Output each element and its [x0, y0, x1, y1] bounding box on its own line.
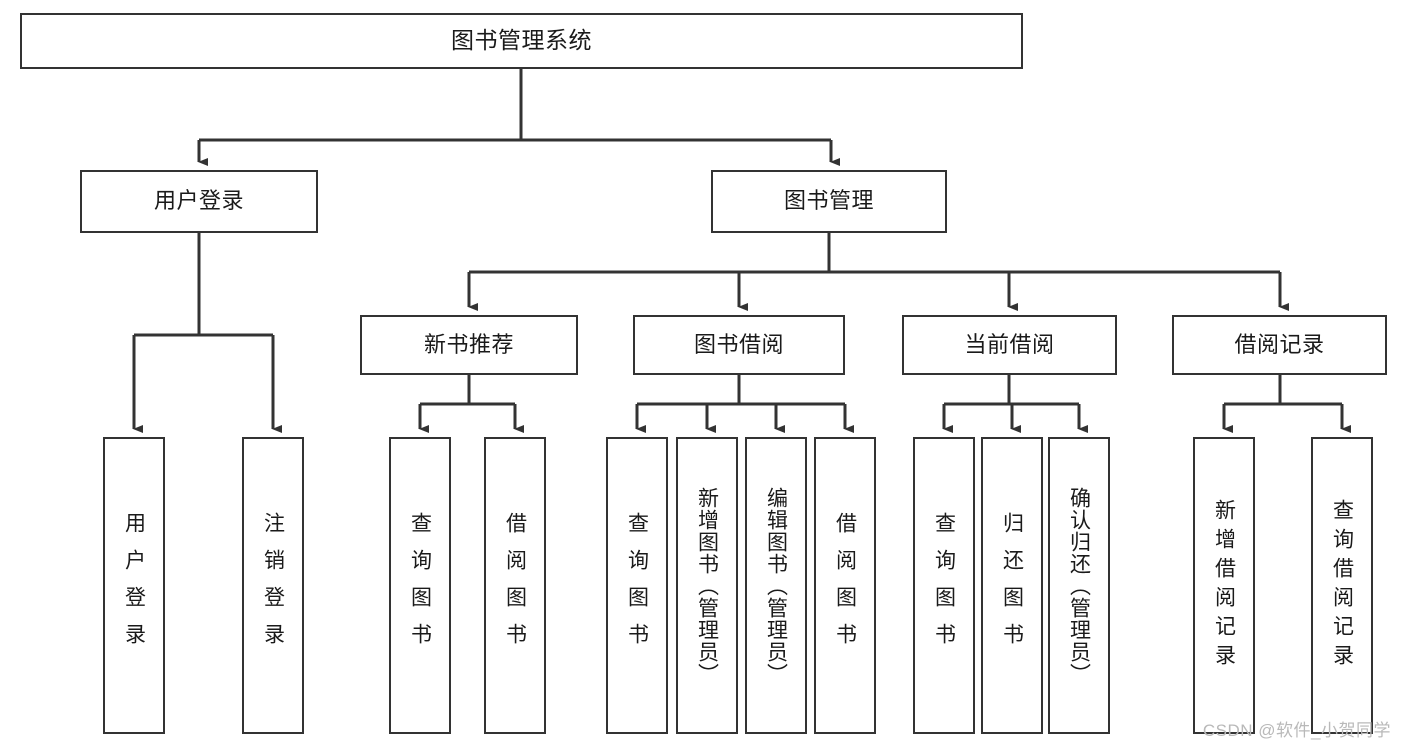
node-leaf-2[interactable]: 查询图书: [389, 437, 451, 734]
node-leaf-7[interactable]: 借阅图书: [814, 437, 876, 734]
node-level2-1[interactable]: 图书管理: [711, 170, 947, 233]
node-label-查询图书: 查询图书: [408, 511, 432, 660]
node-level2-0[interactable]: 用户登录: [80, 170, 318, 233]
node-label-查询借阅记录: 查询借阅记录: [1330, 498, 1354, 673]
node-leaf-10[interactable]: 确认归还（管理员）: [1048, 437, 1110, 734]
node-leaf-3[interactable]: 借阅图书: [484, 437, 546, 734]
node-label-图书借阅: 图书借阅: [693, 331, 784, 357]
node-label-查询图书: 查询图书: [625, 511, 649, 660]
node-label-新增图书管理员: 新增图书（管理员）: [695, 486, 719, 685]
node-label-用户登录: 用户登录: [122, 511, 146, 660]
node-label-当前借阅: 当前借阅: [964, 331, 1055, 357]
node-label-借阅图书: 借阅图书: [833, 511, 857, 660]
node-level3-2[interactable]: 当前借阅: [902, 315, 1117, 375]
node-leaf-4[interactable]: 查询图书: [606, 437, 668, 734]
node-level3-1[interactable]: 图书借阅: [633, 315, 845, 375]
node-label-用户登录: 用户登录: [153, 188, 244, 214]
node-label-新书推荐: 新书推荐: [423, 331, 514, 357]
node-level3-3[interactable]: 借阅记录: [1172, 315, 1387, 375]
node-leaf-6[interactable]: 编辑图书（管理员）: [745, 437, 807, 734]
node-root-0[interactable]: 图书管理系统: [20, 13, 1023, 69]
node-leaf-5[interactable]: 新增图书（管理员）: [676, 437, 738, 734]
node-label-确认归还管理员: 确认归还（管理员）: [1067, 486, 1091, 685]
csdn-watermark: CSDN @软件_小贺同学: [1202, 721, 1391, 740]
node-label-编辑图书管理员: 编辑图书（管理员）: [764, 486, 788, 685]
node-leaf-9[interactable]: 归还图书: [981, 437, 1043, 734]
node-label-查询图书: 查询图书: [932, 511, 956, 660]
node-label-图书管理: 图书管理: [783, 188, 874, 214]
node-label-图书管理系统: 图书管理系统: [451, 27, 592, 54]
node-label-借阅记录: 借阅记录: [1234, 331, 1325, 357]
node-leaf-11[interactable]: 新增借阅记录: [1193, 437, 1255, 734]
node-leaf-12[interactable]: 查询借阅记录: [1311, 437, 1373, 734]
node-label-新增借阅记录: 新增借阅记录: [1212, 498, 1236, 673]
node-label-归还图书: 归还图书: [1000, 511, 1024, 660]
node-leaf-1[interactable]: 注销登录: [242, 437, 304, 734]
node-label-借阅图书: 借阅图书: [503, 511, 527, 660]
node-leaf-8[interactable]: 查询图书: [913, 437, 975, 734]
node-level3-0[interactable]: 新书推荐: [360, 315, 578, 375]
node-leaf-0[interactable]: 用户登录: [103, 437, 165, 734]
node-label-注销登录: 注销登录: [261, 511, 285, 660]
